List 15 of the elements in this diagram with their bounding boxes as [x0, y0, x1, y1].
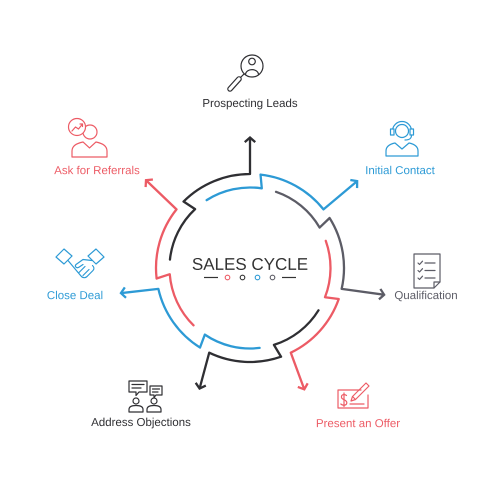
arrow — [194, 309, 320, 390]
step-label: Close Deal — [47, 290, 102, 300]
arrow — [206, 173, 358, 211]
step-label: Prospecting Leads — [203, 98, 298, 110]
arrow — [144, 178, 195, 326]
arrow — [274, 190, 386, 300]
step-label: Initial Contact — [366, 166, 435, 174]
step-label: Ask for Referrals — [54, 166, 140, 174]
arrow — [119, 286, 261, 350]
title: SALES CYCLE — [192, 258, 308, 270]
arrow — [290, 240, 340, 391]
step-label: Present an Offer — [316, 418, 400, 428]
arrow — [168, 136, 256, 261]
step-label: Qualification — [394, 290, 457, 302]
step-label: Address Objections — [91, 418, 190, 428]
